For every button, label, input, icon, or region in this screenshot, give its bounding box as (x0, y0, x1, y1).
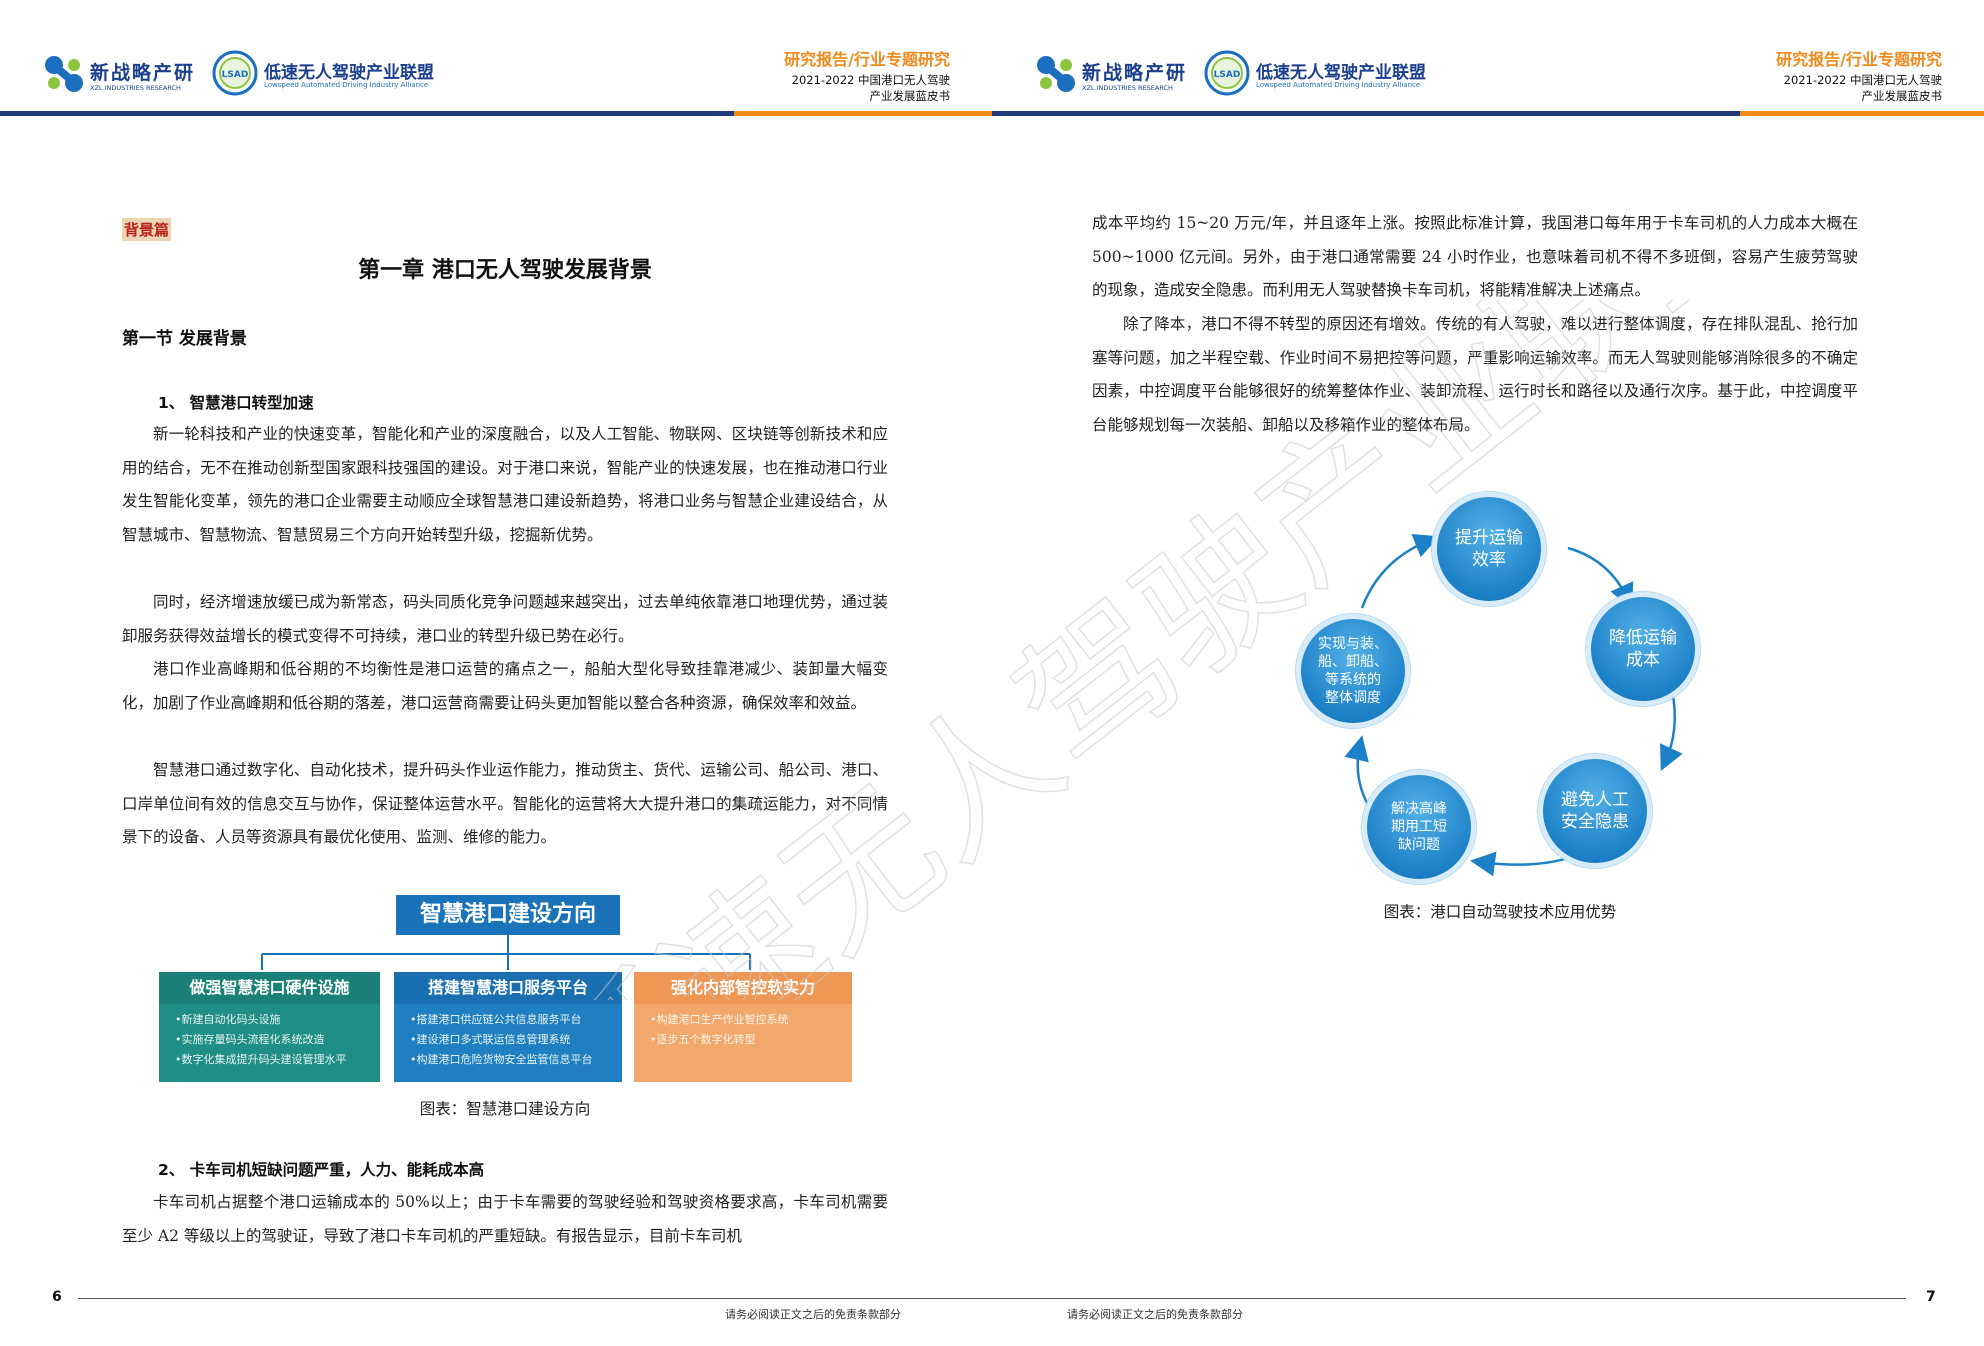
subheading-1: 1、 智慧港口转型加速 (158, 394, 314, 412)
figure-caption-right: 图表：港口自动驾驶技术应用优势 (1383, 903, 1617, 921)
report-title-line1: 2021-2022 中国港口无人驾驶 (791, 73, 950, 87)
xzl-logo-name: 新战略产研 (90, 62, 196, 84)
header-rule-orange (734, 111, 992, 116)
xzl-logo-name: 新战略产研 (1082, 62, 1188, 84)
disclaimer-left: 请务必阅读正文之后的免责条款部分 (725, 1308, 901, 1321)
xzl-logo-icon (45, 56, 83, 92)
report-series: 研究报告/行业专题研究 (1776, 50, 1942, 69)
column-item: •逐步五个数字化转型 (650, 1033, 756, 1046)
column-item: •数字化集成提升码头建设管理水平 (175, 1053, 347, 1066)
header-rule-orange (1740, 111, 1984, 116)
alliance-logo-icon: LSAD (212, 50, 258, 96)
footer-rule (78, 1298, 1906, 1299)
paragraph-right-1: 成本平均约 15~20 万元/年，并且逐年上涨。按照此标准计算，我国港口每年用于… (1092, 214, 1858, 299)
chapter-title: 第一章 港口无人驾驶发展背景 (358, 258, 652, 283)
left-page: 新战略产研 XZL INDUSTRIES RESEARCH LSAD 低速无人驾… (0, 0, 992, 1321)
report-series: 研究报告/行业专题研究 (784, 50, 950, 69)
paragraph-right-2: 除了降本，港口不得不转型的原因还有增效。传统的有人驾驶，难以进行整体调度，存在排… (1092, 315, 1858, 434)
alliance-logo-icon: LSAD (1204, 50, 1250, 96)
page-header: 新战略产研 XZL INDUSTRIES RESEARCH LSAD 低速无人驾… (0, 0, 992, 118)
xzl-logo: 新战略产研 XZL INDUSTRIES RESEARCH (1032, 52, 1185, 96)
alliance-logo: LSAD 低速无人驾驶产业联盟 Lowspeed Automated Drivi… (1204, 50, 1444, 96)
alliance-logo-subtitle: Lowspeed Automated Driving Industry Alli… (264, 81, 429, 89)
paragraph-4: 智慧港口通过数字化、自动化技术，提升码头作业运作能力，推动货主、货代、运输公司、… (122, 761, 888, 846)
right-page: 新战略产研 XZL INDUSTRIES RESEARCH LSAD 低速无人驾… (992, 0, 1984, 1346)
cycle-node-efficiency: 提升运输 效率 (1432, 492, 1546, 606)
report-title-line1: 2021-2022 中国港口无人驾驶 (1783, 73, 1942, 87)
xzl-logo-subtitle: XZL INDUSTRIES RESEARCH (1082, 84, 1173, 92)
paragraph-2: 同时，经济增速放缓已成为新常态，码头同质化竞争问题越来越突出，过去单纯依靠港口地… (122, 593, 888, 645)
report-title-line2: 产业发展蓝皮书 (869, 89, 951, 103)
paragraph-5: 卡车司机占据整个港口运输成本的 50%以上；由于卡车需要的驾驶经验和驾驶资格要求… (122, 1193, 888, 1245)
page-header: 新战略产研 XZL INDUSTRIES RESEARCH LSAD 低速无人驾… (992, 0, 1984, 118)
cycle-node-labor: 解决高峰 期用工短 缺问题 (1362, 770, 1476, 884)
column-head: 搭建智慧港口服务平台 (394, 972, 622, 1004)
page-number-left: 6 (52, 1289, 62, 1305)
alliance-logo-mark-text: LSAD (222, 70, 249, 80)
column-item: •建设港口多式联运信息管理系统 (410, 1033, 571, 1046)
advantages-cycle-figure: 提升运输 效率 降低运输 成本 避免人工 安全隐患 解决高峰 期用工短 缺问题 … (1280, 490, 1720, 890)
subheading-2: 2、 卡车司机短缺问题严重，人力、能耗成本高 (158, 1161, 485, 1179)
column-head: 做强智慧港口硬件设施 (159, 972, 380, 1004)
column-head: 强化内部智控软实力 (634, 972, 852, 1004)
alliance-logo-name: 低速无人驾驶产业联盟 (264, 63, 434, 83)
alliance-logo: LSAD 低速无人驾驶产业联盟 Lowspeed Automated Drivi… (212, 50, 452, 96)
xzl-logo: 新战略产研 XZL INDUSTRIES RESEARCH (40, 52, 193, 96)
column-item: •搭建港口供应链公共信息服务平台 (410, 1013, 582, 1026)
column-item: •构建港口危险货物安全监管信息平台 (410, 1053, 593, 1066)
alliance-logo-mark-text: LSAD (1214, 70, 1241, 80)
xzl-logo-subtitle: XZL INDUSTRIES RESEARCH (90, 84, 181, 92)
report-title-line2: 产业发展蓝皮书 (1861, 89, 1943, 103)
column-item: •实施存量码头流程化系统改造 (175, 1033, 325, 1046)
section-tag: 背景篇 (122, 218, 172, 241)
header-rule-navy (0, 111, 734, 116)
figure-column-hardware: 做强智慧港口硬件设施 •新建自动化码头设施 •实施存量码头流程化系统改造 •数字… (159, 972, 380, 1082)
figure-title: 智慧港口建设方向 (396, 895, 620, 935)
header-rule-navy (992, 111, 1740, 116)
smart-port-figure: 智慧港口建设方向 做强智慧港口硬件设施 •新建自动化码头设施 •实施存量码头流程… (159, 890, 852, 1082)
cycle-arrows (1344, 533, 1683, 877)
alliance-logo-subtitle: Lowspeed Automated Driving Industry Alli… (1256, 81, 1421, 89)
figure-column-platform: 搭建智慧港口服务平台 •搭建港口供应链公共信息服务平台 •建设港口多式联运信息管… (394, 972, 622, 1082)
figure-column-software: 强化内部智控软实力 •构建港口生产作业智控系统 •逐步五个数字化转型 (634, 972, 852, 1082)
page-number-right: 7 (1926, 1289, 1936, 1305)
alliance-logo-name: 低速无人驾驶产业联盟 (1256, 63, 1426, 83)
figure-connector-lines (261, 935, 751, 970)
figure-caption-left: 图表：智慧港口建设方向 (419, 1100, 591, 1118)
paragraph-3: 港口作业高峰期和低谷期的不均衡性是港口运营的痛点之一，船舶大型化导致挂靠港减少、… (122, 660, 888, 712)
paragraph-1: 新一轮科技和产业的快速变革，智能化和产业的深度融合，以及人工智能、物联网、区块链… (122, 425, 888, 544)
cycle-node-safety: 避免人工 安全隐患 (1538, 754, 1652, 868)
column-item: •新建自动化码头设施 (175, 1013, 281, 1026)
section-heading: 第一节 发展背景 (122, 329, 247, 349)
column-item: •构建港口生产作业智控系统 (650, 1013, 789, 1026)
cycle-node-dispatch: 实现与装、 船、卸船、 等系统的 整体调度 (1296, 614, 1410, 728)
cycle-node-cost: 降低运输 成本 (1586, 592, 1700, 706)
xzl-logo-icon (1037, 56, 1075, 92)
disclaimer-right: 请务必阅读正文之后的免责条款部分 (1067, 1308, 1243, 1321)
